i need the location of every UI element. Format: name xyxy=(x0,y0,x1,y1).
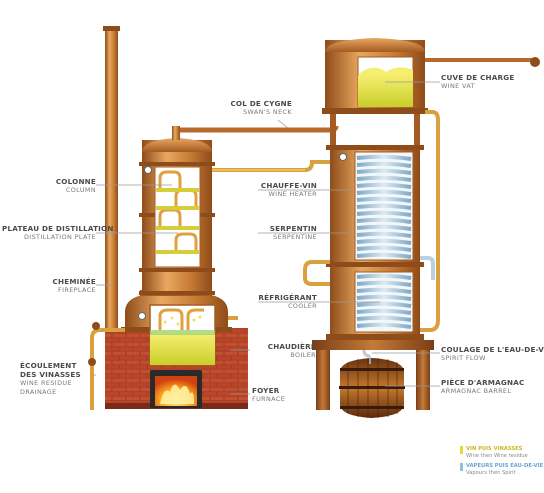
coil-turn xyxy=(356,196,412,203)
coil-turn xyxy=(356,238,412,245)
barrel-stand xyxy=(312,340,434,350)
label-chaudiere: CHAUDIÈRE BOILER xyxy=(267,342,316,359)
swans-neck-pipe xyxy=(180,125,339,133)
label-piece: PIÈCE D'ARMAGNAC ARMAGNAC BARREL xyxy=(441,378,525,395)
coil-turn xyxy=(356,203,412,210)
label-plateau: PLATEAU DE DISTILLATION DISTILLATION PLA… xyxy=(2,224,114,241)
coil-turn xyxy=(356,322,412,329)
coil-turn xyxy=(356,168,412,175)
label-ecoulement: ÉCOULEMENT DES VINASSES WINE RESIDUE DRA… xyxy=(20,361,81,396)
cooler-coils xyxy=(356,273,412,329)
label-coulage: COULAGE DE L'EAU-DE-VIE SPIRIT FLOW xyxy=(441,345,544,362)
label-colonne: COLONNE COLUMN xyxy=(55,177,96,194)
legend-vapour: VAPEURS PUIS EAU-DE-VIE Vapours then Spi… xyxy=(466,463,544,476)
coil-turn xyxy=(356,308,412,315)
coil-turn xyxy=(356,280,412,287)
serpentine-coils xyxy=(356,154,412,259)
label-cheminee: CHEMINÉE FIREPLACE xyxy=(52,277,96,294)
armagnac-barrel xyxy=(339,358,405,418)
coil-turn xyxy=(356,245,412,252)
coil-turn xyxy=(356,217,412,224)
wine-return-pipe xyxy=(420,110,440,332)
label-refrigerant: RÉFRIGÉRANT COOLER xyxy=(258,293,317,310)
coil-turn xyxy=(356,252,412,259)
drainage-pipe xyxy=(90,328,125,410)
chimney-pipe xyxy=(105,28,118,328)
label-chauffe-vin: CHAUFFE-VIN WINE HEATER xyxy=(260,181,317,198)
coil-turn xyxy=(356,315,412,322)
coil-turn xyxy=(356,175,412,182)
coil-turn xyxy=(356,301,412,308)
coil-turn xyxy=(356,224,412,231)
coil-turn xyxy=(356,210,412,217)
label-serpentin: SERPENTIN SERPENTINE xyxy=(269,224,317,241)
label-col-de-cygne: COL DE CYGNE SWAN'S NECK xyxy=(230,99,292,116)
coil-turn xyxy=(356,161,412,168)
coil-turn xyxy=(356,154,412,161)
legend-swatch-vapour xyxy=(460,463,463,471)
coil-turn xyxy=(356,182,412,189)
coil-turn xyxy=(356,189,412,196)
legend-swatch-wine xyxy=(460,446,463,454)
coil-turn xyxy=(356,273,412,280)
legend-wine: VIN PUIS VINASSES Wine then Wine residue xyxy=(466,446,528,459)
coil-turn xyxy=(356,294,412,301)
label-foyer: FOYER FURNACE xyxy=(252,386,286,403)
label-cuve-de-charge: CUVE DE CHARGE WINE VAT xyxy=(441,73,515,90)
coil-turn xyxy=(356,287,412,294)
coil-turn xyxy=(356,231,412,238)
